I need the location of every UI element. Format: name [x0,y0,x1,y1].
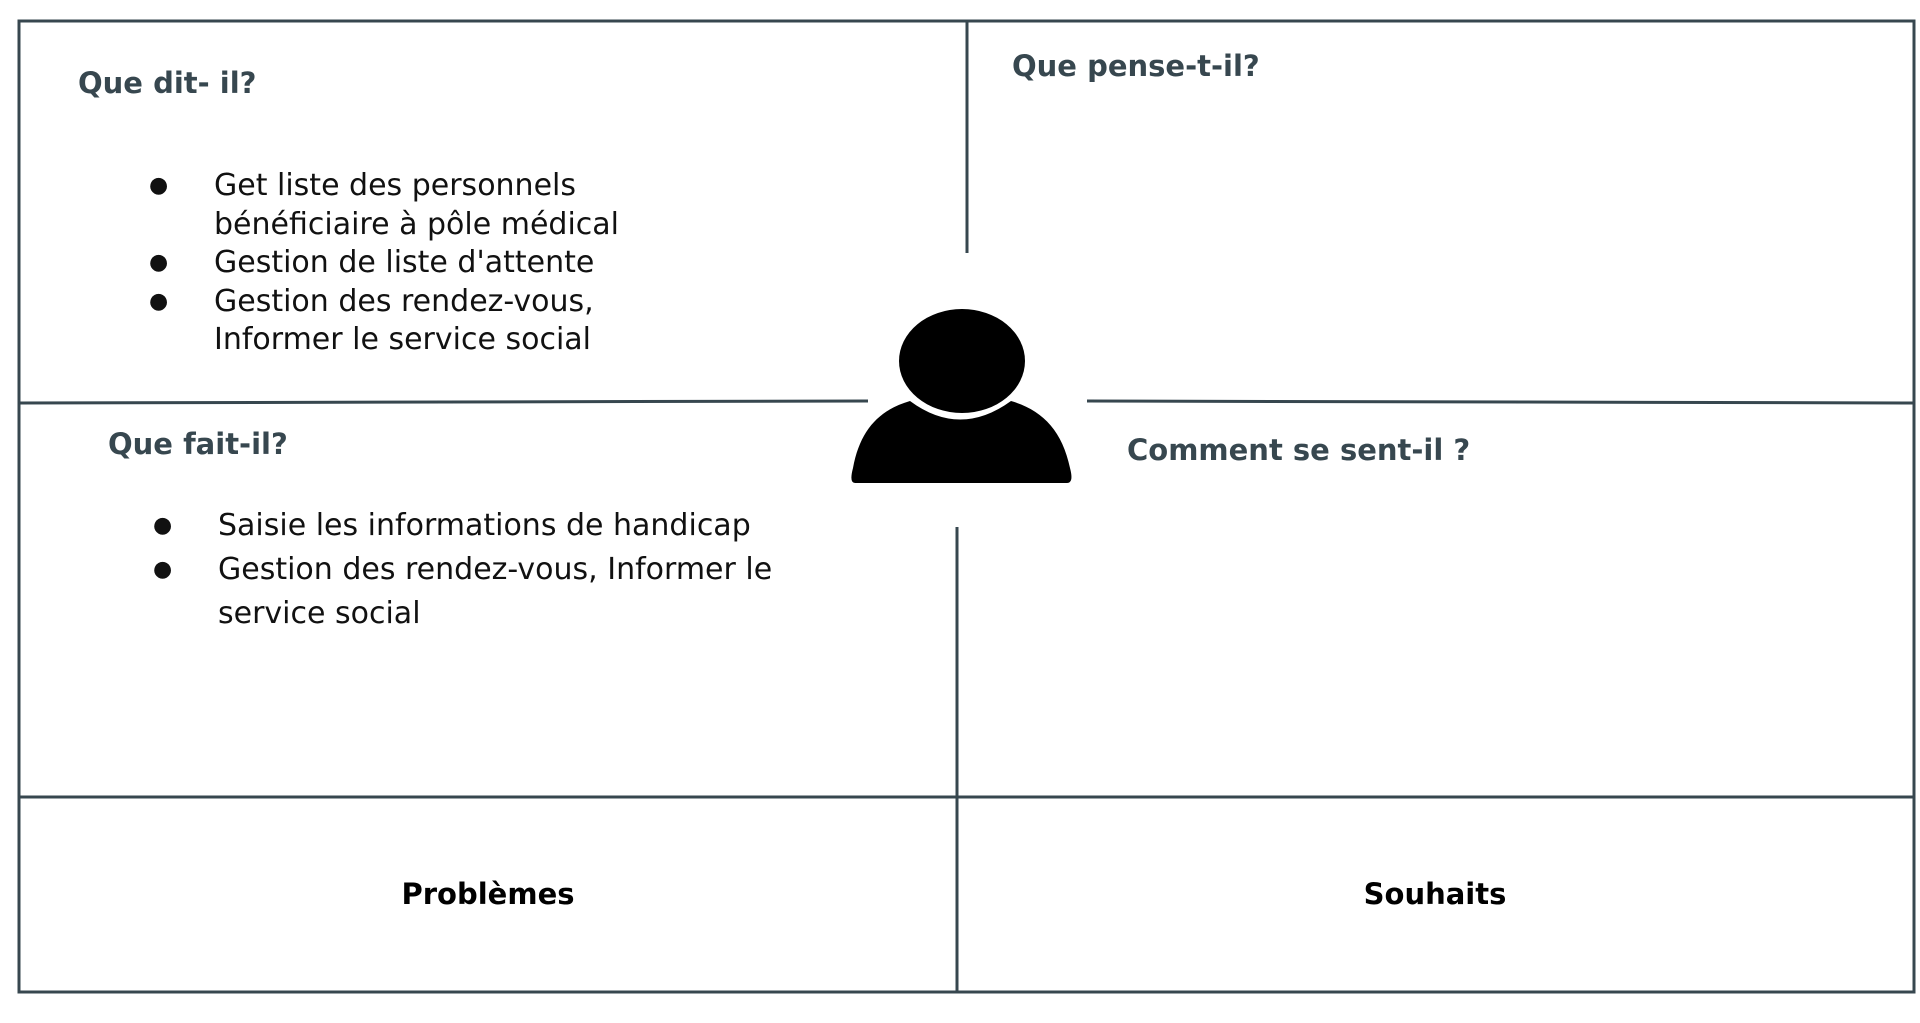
quadrant-thinks-title: Que pense-t-il? [1012,49,1260,83]
list-item: Get liste des personnels bénéficiaire à … [149,167,709,244]
quadrant-says-title: Que dit- il? [78,66,257,100]
person-head [899,309,1025,413]
quadrant-feels-title: Comment se sent-il ? [1127,433,1471,467]
list-item: Gestion des rendez-vous, Informer le ser… [153,548,873,636]
quadrant-does-title: Que fait-il? [108,427,288,461]
wishes-title: Souhaits [1363,877,1507,911]
person-icon [851,309,1072,483]
list-item: Saisie les informations de handicap [153,504,873,548]
divider-left-horizontal [18,399,869,405]
list-item: Gestion de liste d'attente [149,244,709,283]
quadrant-says-list: Get liste des personnels bénéficiaire à … [149,167,709,360]
quadrant-does-list: Saisie les informations de handicap Gest… [153,504,873,636]
problems-title: Problèmes [401,877,575,911]
divider-right-horizontal [1086,399,1915,405]
list-item: Gestion des rendez-vous, Informer le ser… [149,283,709,360]
person-body [851,401,1072,483]
